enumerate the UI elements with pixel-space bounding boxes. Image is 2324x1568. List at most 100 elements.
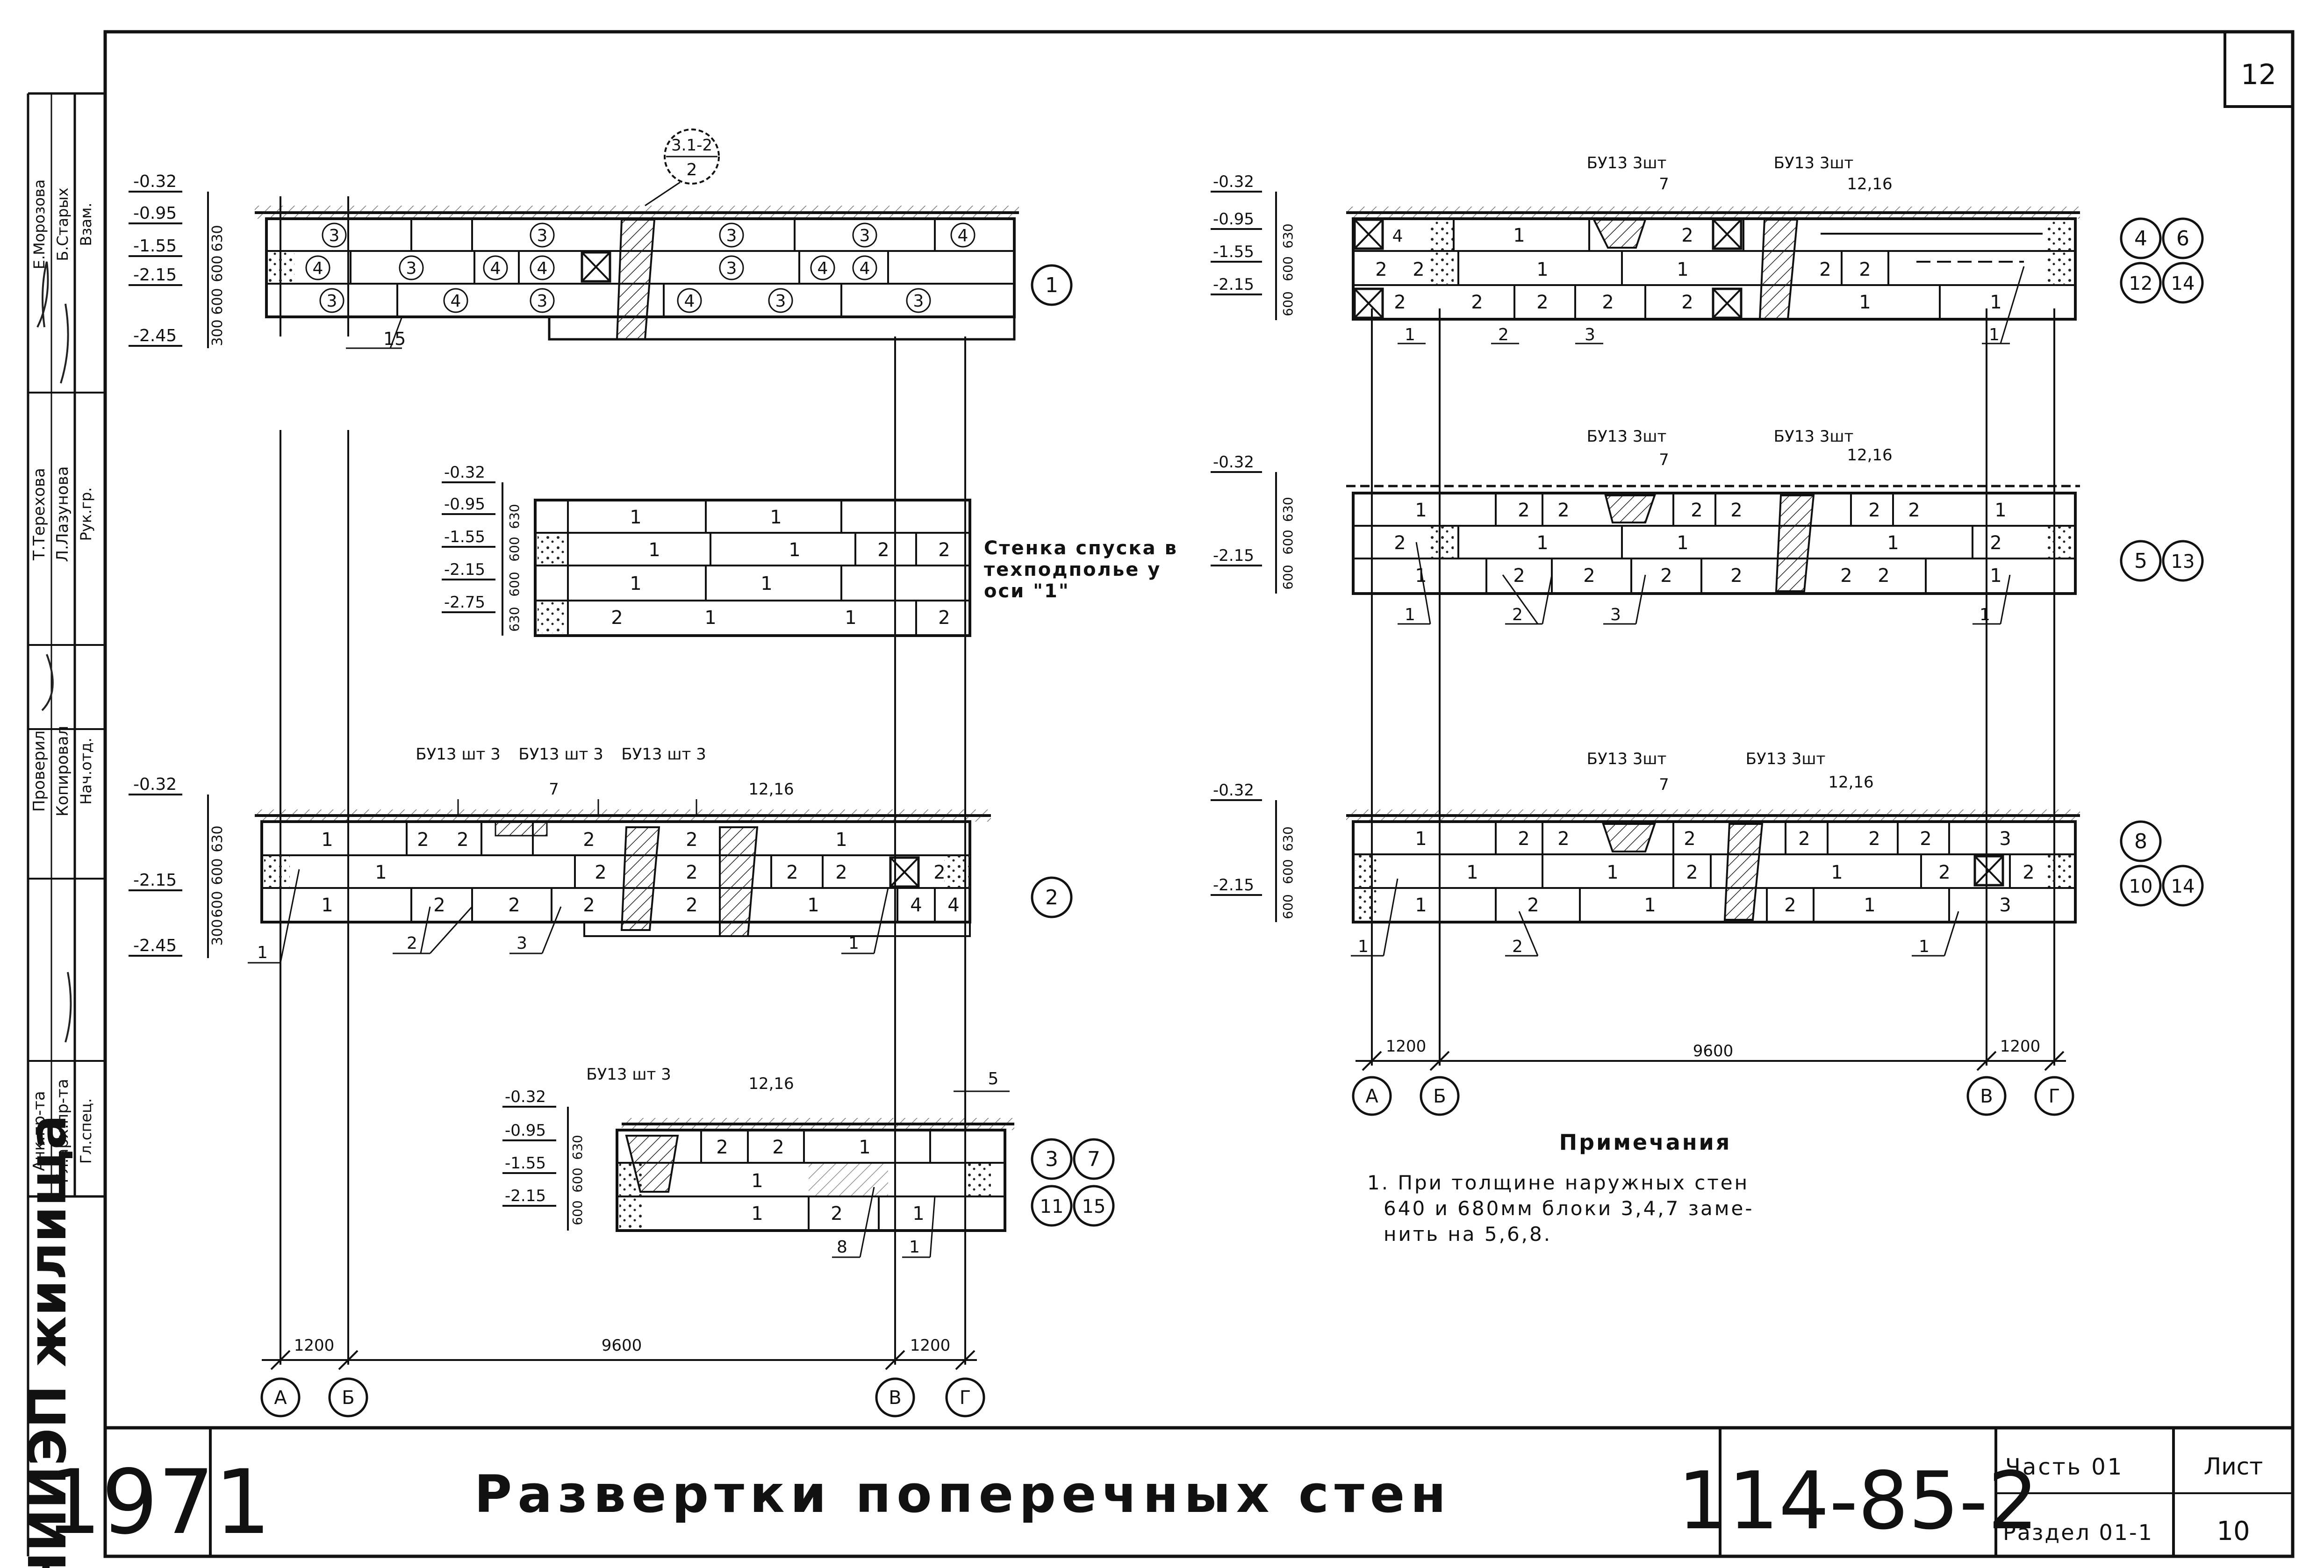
svg-text:11: 11	[1040, 1196, 1064, 1217]
svg-text:1: 1	[1677, 259, 1688, 280]
svg-text:630: 630	[1280, 497, 1296, 522]
svg-text:А: А	[1365, 1086, 1378, 1107]
svg-text:1: 1	[630, 507, 641, 528]
block-marks-elev1: 3 3 3 3 4 4 3 4 4 3 4 4 3 4 3 4 3 3	[306, 223, 975, 312]
svg-text:-2.15: -2.15	[1213, 275, 1254, 294]
svg-text:БУ13 шт 3: БУ13 шт 3	[586, 1065, 671, 1084]
svg-text:2: 2	[772, 1137, 784, 1158]
sheet-number: 12	[2241, 58, 2276, 91]
svg-text:1: 1	[789, 539, 800, 561]
svg-text:4: 4	[451, 292, 461, 311]
svg-text:2: 2	[1512, 605, 1523, 624]
svg-text:БУ13 шт 3: БУ13 шт 3	[416, 745, 500, 764]
stamp-sheet-no: 10	[2216, 1516, 2250, 1547]
svg-text:10: 10	[2129, 876, 2153, 897]
svg-text:12: 12	[2129, 273, 2153, 294]
svg-text:2: 2	[417, 829, 429, 851]
elevation-3: 2 2 1 1 1 2 1 БУ13 шт 3 12,16 5 8 1 3 7 …	[502, 1065, 1113, 1257]
svg-text:3: 3	[1610, 605, 1621, 624]
svg-text:4: 4	[537, 259, 548, 278]
svg-text:600: 600	[570, 1167, 585, 1192]
svg-text:1: 1	[1607, 862, 1618, 883]
svg-text:2: 2	[1471, 292, 1483, 313]
svg-text:4: 4	[818, 259, 828, 278]
svg-text:15: 15	[1082, 1196, 1106, 1217]
svg-text:600: 600	[507, 537, 522, 561]
svg-text:1: 1	[1536, 532, 1548, 554]
svg-text:Г: Г	[960, 1387, 971, 1409]
svg-text:2: 2	[1691, 500, 1702, 521]
svg-text:2: 2	[1840, 565, 1852, 587]
notes-line-2: 640 и 680мм блоки 3,4,7 заме-	[1384, 1197, 1754, 1220]
svg-text:3: 3	[406, 259, 417, 278]
svg-text:БУ13 3шт: БУ13 3шт	[1774, 154, 1854, 172]
svg-text:-2.15: -2.15	[133, 265, 177, 285]
svg-text:БУ13 шт 3: БУ13 шт 3	[518, 745, 603, 764]
notes-heading: Примечания	[1559, 1130, 1732, 1155]
svg-text:1: 1	[1919, 937, 1929, 956]
svg-text:600: 600	[1280, 859, 1296, 884]
svg-text:630: 630	[1280, 223, 1296, 248]
svg-text:1: 1	[1990, 292, 2001, 313]
svg-text:1: 1	[375, 862, 387, 883]
svg-text:1: 1	[1864, 895, 1875, 916]
view-mark-1	[1032, 265, 1071, 305]
svg-text:-1.55: -1.55	[133, 236, 177, 256]
svg-text:4: 4	[490, 259, 501, 278]
svg-text:1: 1	[1405, 325, 1415, 344]
svg-text:1: 1	[1644, 895, 1656, 916]
svg-text:2: 2	[433, 895, 445, 916]
svg-text:3: 3	[327, 292, 337, 311]
svg-text:630: 630	[507, 504, 522, 529]
svg-text:12,16: 12,16	[1847, 446, 1892, 465]
svg-text:3: 3	[726, 259, 737, 278]
svg-text:600: 600	[209, 891, 226, 917]
svg-text:БУ13 3шт: БУ13 3шт	[1774, 427, 1854, 446]
svg-text:2: 2	[786, 862, 798, 883]
view-marks-r1: 4 6 12 14	[2121, 219, 2202, 302]
callout-bottom: 2	[687, 160, 697, 179]
strip-role-4: Гл.арх.пр-та	[53, 1079, 72, 1183]
elevation-1: 3 3 3 3 4 4 3 4 4 3 4 4 3 4 3 4 3 3 3.1-…	[129, 129, 1071, 349]
strip-role-5: Взам.	[77, 203, 95, 246]
elevation-r3: 1 2 2 2 2 2 2 3 1 1 2 1 2 2 1 2 1 2 1 3	[1211, 750, 2202, 956]
svg-text:1: 1	[1513, 225, 1525, 246]
svg-text:-2.15: -2.15	[133, 871, 177, 890]
svg-text:600: 600	[209, 255, 226, 282]
svg-text:630: 630	[209, 225, 226, 251]
svg-text:9600: 9600	[1693, 1042, 1734, 1060]
svg-text:1: 1	[909, 1238, 920, 1257]
svg-text:1: 1	[1536, 259, 1548, 280]
svg-text:3: 3	[775, 292, 786, 311]
svg-text:2: 2	[1730, 500, 1742, 521]
svg-text:2: 2	[1602, 292, 1614, 313]
svg-text:2: 2	[686, 829, 697, 851]
svg-text:-2.15: -2.15	[505, 1187, 546, 1205]
org-name: ЦНИИЭП жилища	[18, 1115, 78, 1568]
level-marks-r3: -0.32 -2.15 630 600 600	[1211, 781, 1296, 922]
svg-text:1: 1	[760, 573, 772, 594]
strip-role-3: Копировал	[53, 726, 72, 816]
strip-name-2: Л.Лазунова	[53, 466, 72, 562]
svg-text:Г: Г	[2049, 1086, 2060, 1107]
svg-text:1: 1	[630, 573, 641, 594]
stamp-code: 114-85-2	[1678, 1455, 2038, 1547]
svg-text:-0.32: -0.32	[1213, 453, 1254, 472]
svg-text:2: 2	[1375, 259, 1387, 280]
svg-text:-2.15: -2.15	[1213, 876, 1254, 895]
elevation-stair-wall: 1 1 1 1 2 2 1 1 2 1 1 2 -0.32 -0.95 -1.5…	[442, 463, 1176, 640]
svg-text:1: 1	[704, 607, 716, 629]
svg-text:БУ13 3шт: БУ13 3шт	[1587, 750, 1667, 768]
svg-text:1: 1	[912, 1203, 924, 1224]
svg-text:630: 630	[507, 607, 522, 631]
svg-text:1: 1	[1980, 605, 1990, 624]
svg-text:2: 2	[1513, 565, 1525, 587]
svg-text:2: 2	[1518, 828, 1529, 850]
strip-role-6: Рук.гр.	[77, 487, 95, 541]
svg-text:4: 4	[947, 895, 959, 916]
svg-text:3: 3	[913, 292, 924, 311]
svg-text:2: 2	[611, 607, 623, 629]
svg-text:3: 3	[329, 226, 340, 245]
svg-text:-2.45: -2.45	[133, 326, 177, 345]
svg-text:1: 1	[648, 539, 660, 561]
